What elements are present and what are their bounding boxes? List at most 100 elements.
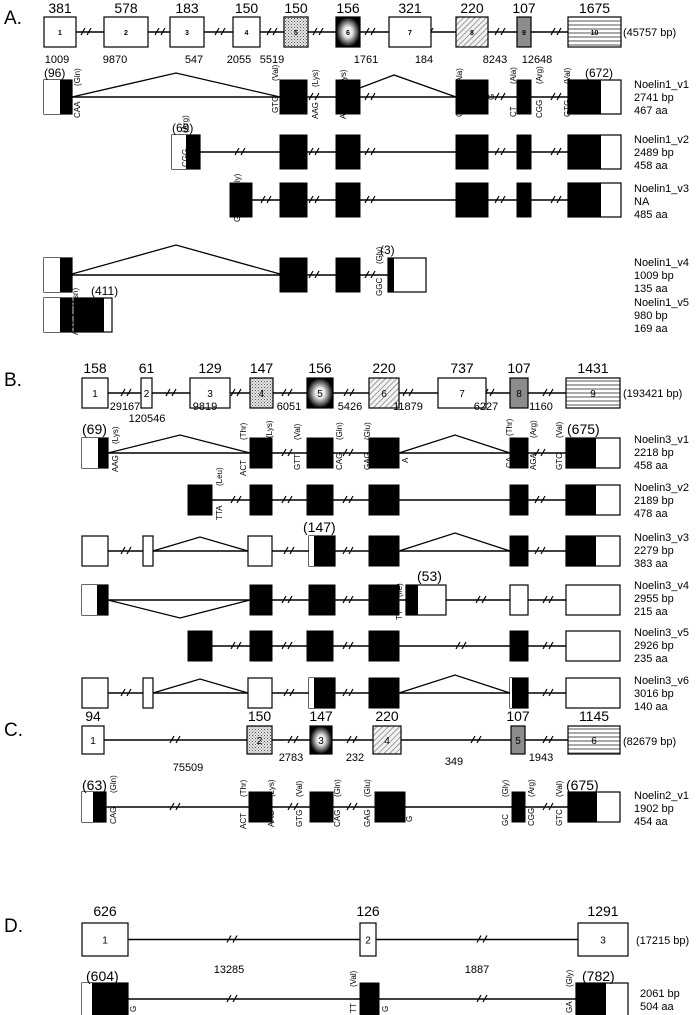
d-transcript-aa: 504 aa: [640, 1001, 675, 1013]
b-codon-label: TTA: [215, 505, 224, 520]
a-codon-label: GCG: [455, 99, 464, 117]
a-v4-exon-cds: [335, 257, 361, 293]
b-codon-label: (Leu): [215, 467, 224, 486]
b-v5-exon-3: [187, 630, 213, 662]
b-v2-exon-3: [187, 484, 213, 516]
panel-b-intron-length: 1160: [529, 401, 553, 413]
c-v1-utr-length: (675): [566, 777, 599, 793]
b-codon-label: AAG: [111, 455, 120, 472]
b-codon-label: GTT: [293, 454, 302, 470]
a-transcript-aa: 485 aa: [634, 209, 669, 221]
c-codon-label: GAG: [363, 809, 372, 827]
panel-a-exon-size: 156: [336, 0, 360, 16]
panel-d-intron-break: [226, 935, 238, 943]
b-v6-exon-8-white: [510, 678, 512, 708]
panel-b-exon-number: 9: [590, 389, 596, 400]
b-v4-break: [342, 595, 354, 604]
b-v2-break: [534, 495, 546, 504]
c-v1-exon-cds: [511, 791, 526, 823]
panel-d-label: D.: [4, 916, 23, 937]
c-codon-label: CGG: [527, 808, 536, 826]
b-v2-break: [281, 495, 293, 504]
c-codon-label: (Gln): [333, 779, 342, 797]
panel-b-exon-9: [565, 377, 621, 409]
a-v4-exon-7-cds: [388, 258, 394, 292]
panel-d-intron-break: [476, 935, 488, 943]
b-v5-exon-9: [565, 630, 621, 662]
panel-c-exon-size: 94: [85, 708, 101, 724]
a-v4-splice: [71, 244, 281, 275]
a-codon-label: AAT: [71, 320, 80, 335]
d-v1-utr-length: (604): [86, 968, 119, 984]
panel-c-intron-break: [470, 735, 482, 744]
a-codon-label: CGG: [181, 149, 190, 167]
panel-b-label: B.: [4, 370, 22, 391]
a-v3-exon-cds: [455, 182, 489, 218]
a-v4-exon-1-white: [44, 258, 60, 292]
a-v5-exon-1-cds: [60, 298, 72, 332]
b-v4-break: [281, 595, 293, 604]
d-codon-label: GA: [565, 1001, 574, 1013]
d-v1-exon-3-cds: [576, 983, 606, 1015]
panel-b-exon-size: 129: [198, 360, 222, 376]
panel-a-exon-number: 10: [591, 30, 599, 37]
a-v2-exon-cds: [455, 134, 489, 170]
a-v1-break: [364, 92, 376, 101]
panel-a-exon-8: [455, 16, 489, 48]
panel-b-intron-break: [402, 388, 414, 397]
a-codon-label: (Ala): [509, 67, 518, 84]
c-codon-label: (Lys): [267, 779, 276, 797]
b-v6-exon-6: [368, 677, 400, 709]
panel-b-intron-break: [542, 388, 554, 397]
b-v5-break: [542, 641, 554, 650]
a-v1-exon-1-white: [44, 80, 60, 114]
c-codon-label: CAG: [333, 810, 342, 827]
b-codon-label: GAG: [363, 452, 372, 470]
panel-a-exon-1: [43, 16, 77, 48]
panel-d-exon-number: 3: [600, 936, 606, 947]
panel-a-intron-break: [364, 27, 376, 36]
b-v4-break: [542, 595, 554, 604]
b-codon-label: CA: [505, 456, 514, 468]
a-v2-exon-cds: [279, 134, 308, 170]
panel-c-exon-5: [510, 725, 526, 755]
a-v1-break: [494, 92, 506, 101]
b-v6-break: [342, 688, 354, 697]
panel-b-exon-3: [189, 377, 231, 409]
b-v6-exon-5-cds: [314, 678, 335, 708]
c-codon-label: ACT: [239, 813, 248, 829]
a-v3-break: [364, 195, 376, 204]
a-transcript-bp: 2489 bp: [634, 147, 674, 159]
b-transcript-bp: 2218 bp: [634, 447, 674, 459]
a-v1-exon-10-cds: [568, 80, 601, 114]
d-codon-label: (Val): [349, 970, 358, 987]
a-codon-label: GTG: [563, 100, 572, 117]
a-codon-label: G: [487, 94, 496, 100]
a-v1-exon-cds: [455, 79, 489, 115]
a-v4-exon-1-cds: [60, 258, 72, 292]
panel-a-exon-number: 3: [185, 30, 189, 37]
b-v5-break: [342, 641, 354, 650]
panel-c-exon-size: 220: [375, 708, 399, 724]
b-transcript-name: Noelin3_v1: [634, 434, 689, 446]
panel-b-intron-break: [230, 388, 242, 397]
a-v2-break: [550, 147, 562, 156]
b-v6-break: [120, 688, 132, 697]
c-codon-label: (Gln): [109, 775, 118, 793]
b-v1-exon-cds: [249, 437, 273, 469]
b-v5-exon-cds: [509, 630, 529, 662]
b-v5-break: [281, 641, 293, 650]
b-v3-utr-length: (147): [303, 519, 336, 535]
panel-c-exon-number: 5: [515, 736, 521, 747]
b-v1-break: [342, 448, 354, 457]
b-transcript-name: Noelin3_v6: [634, 675, 689, 687]
a-codon-label: GGC: [233, 204, 242, 222]
panel-a-exon-size: 220: [460, 0, 484, 16]
panel-c-exon-number: 3: [318, 736, 324, 747]
a-transcript-name: Noelin1_v2: [634, 134, 689, 146]
b-v4-exon-7-cds: [406, 585, 418, 615]
panel-a-exon-number: 9: [522, 30, 526, 37]
c-codon-label: GTG: [295, 810, 304, 827]
c-codon-label: GC: [501, 814, 510, 826]
